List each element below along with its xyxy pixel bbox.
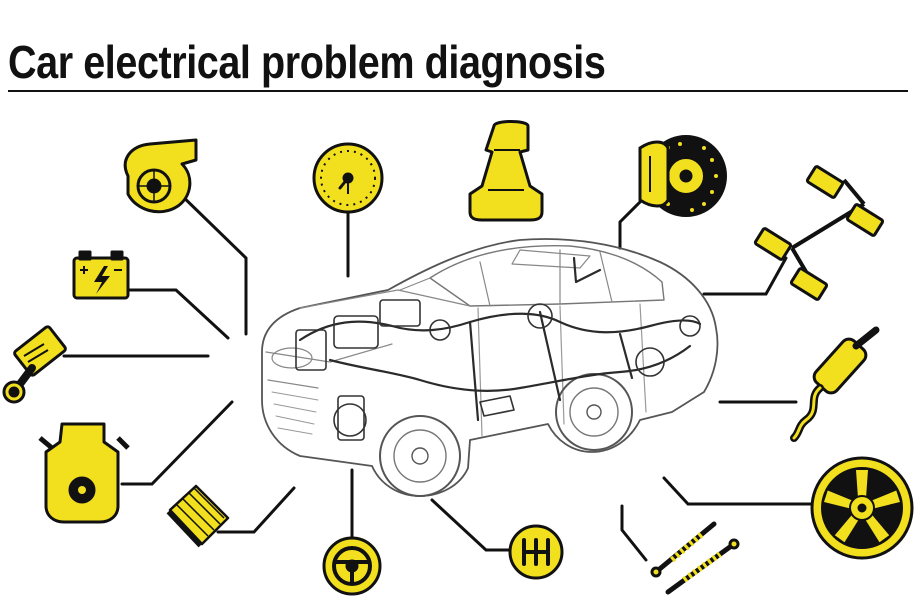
drivetrain-axle-icon xyxy=(753,165,885,301)
engine-block-icon xyxy=(38,422,130,524)
car-wireframe xyxy=(261,238,719,497)
car-grille xyxy=(271,391,319,435)
car-door-lines xyxy=(477,303,647,437)
car-hood xyxy=(265,289,399,389)
connector-shifter xyxy=(430,498,514,552)
connector-battery xyxy=(126,288,230,340)
battery-icon xyxy=(72,250,130,300)
car-windshield xyxy=(397,277,471,307)
shock-absorber-icon xyxy=(650,521,740,595)
car-sunroof xyxy=(511,249,591,269)
gear-shifter-icon xyxy=(508,524,564,580)
connector-turbo xyxy=(174,188,248,336)
connector-axle xyxy=(702,256,788,296)
wheel-rim-icon xyxy=(810,456,914,560)
turbocharger-icon xyxy=(123,138,198,214)
car-front-wheel xyxy=(379,415,461,497)
air-filter-icon xyxy=(166,484,230,548)
connector-shock xyxy=(620,504,648,562)
steering-wheel-icon xyxy=(322,536,382,596)
car-roof xyxy=(429,245,665,307)
piston-icon xyxy=(2,325,67,404)
car-headlight xyxy=(271,347,313,369)
connector-engine xyxy=(120,400,234,486)
connector-lines xyxy=(62,188,814,562)
speedometer-icon xyxy=(312,142,384,214)
car-engine-components xyxy=(295,299,701,441)
brake-disc-icon xyxy=(638,135,727,217)
car-side-window xyxy=(479,249,613,307)
car-rear-wheel xyxy=(555,373,633,451)
car-seat-icon xyxy=(468,120,544,222)
page-title: Car electrical problem diagnosis xyxy=(8,36,606,88)
connector-brake xyxy=(618,198,644,250)
exhaust-muffler-icon xyxy=(790,326,880,442)
connector-wheel xyxy=(662,476,814,506)
connector-filter xyxy=(216,486,296,534)
title-underline xyxy=(8,90,908,92)
